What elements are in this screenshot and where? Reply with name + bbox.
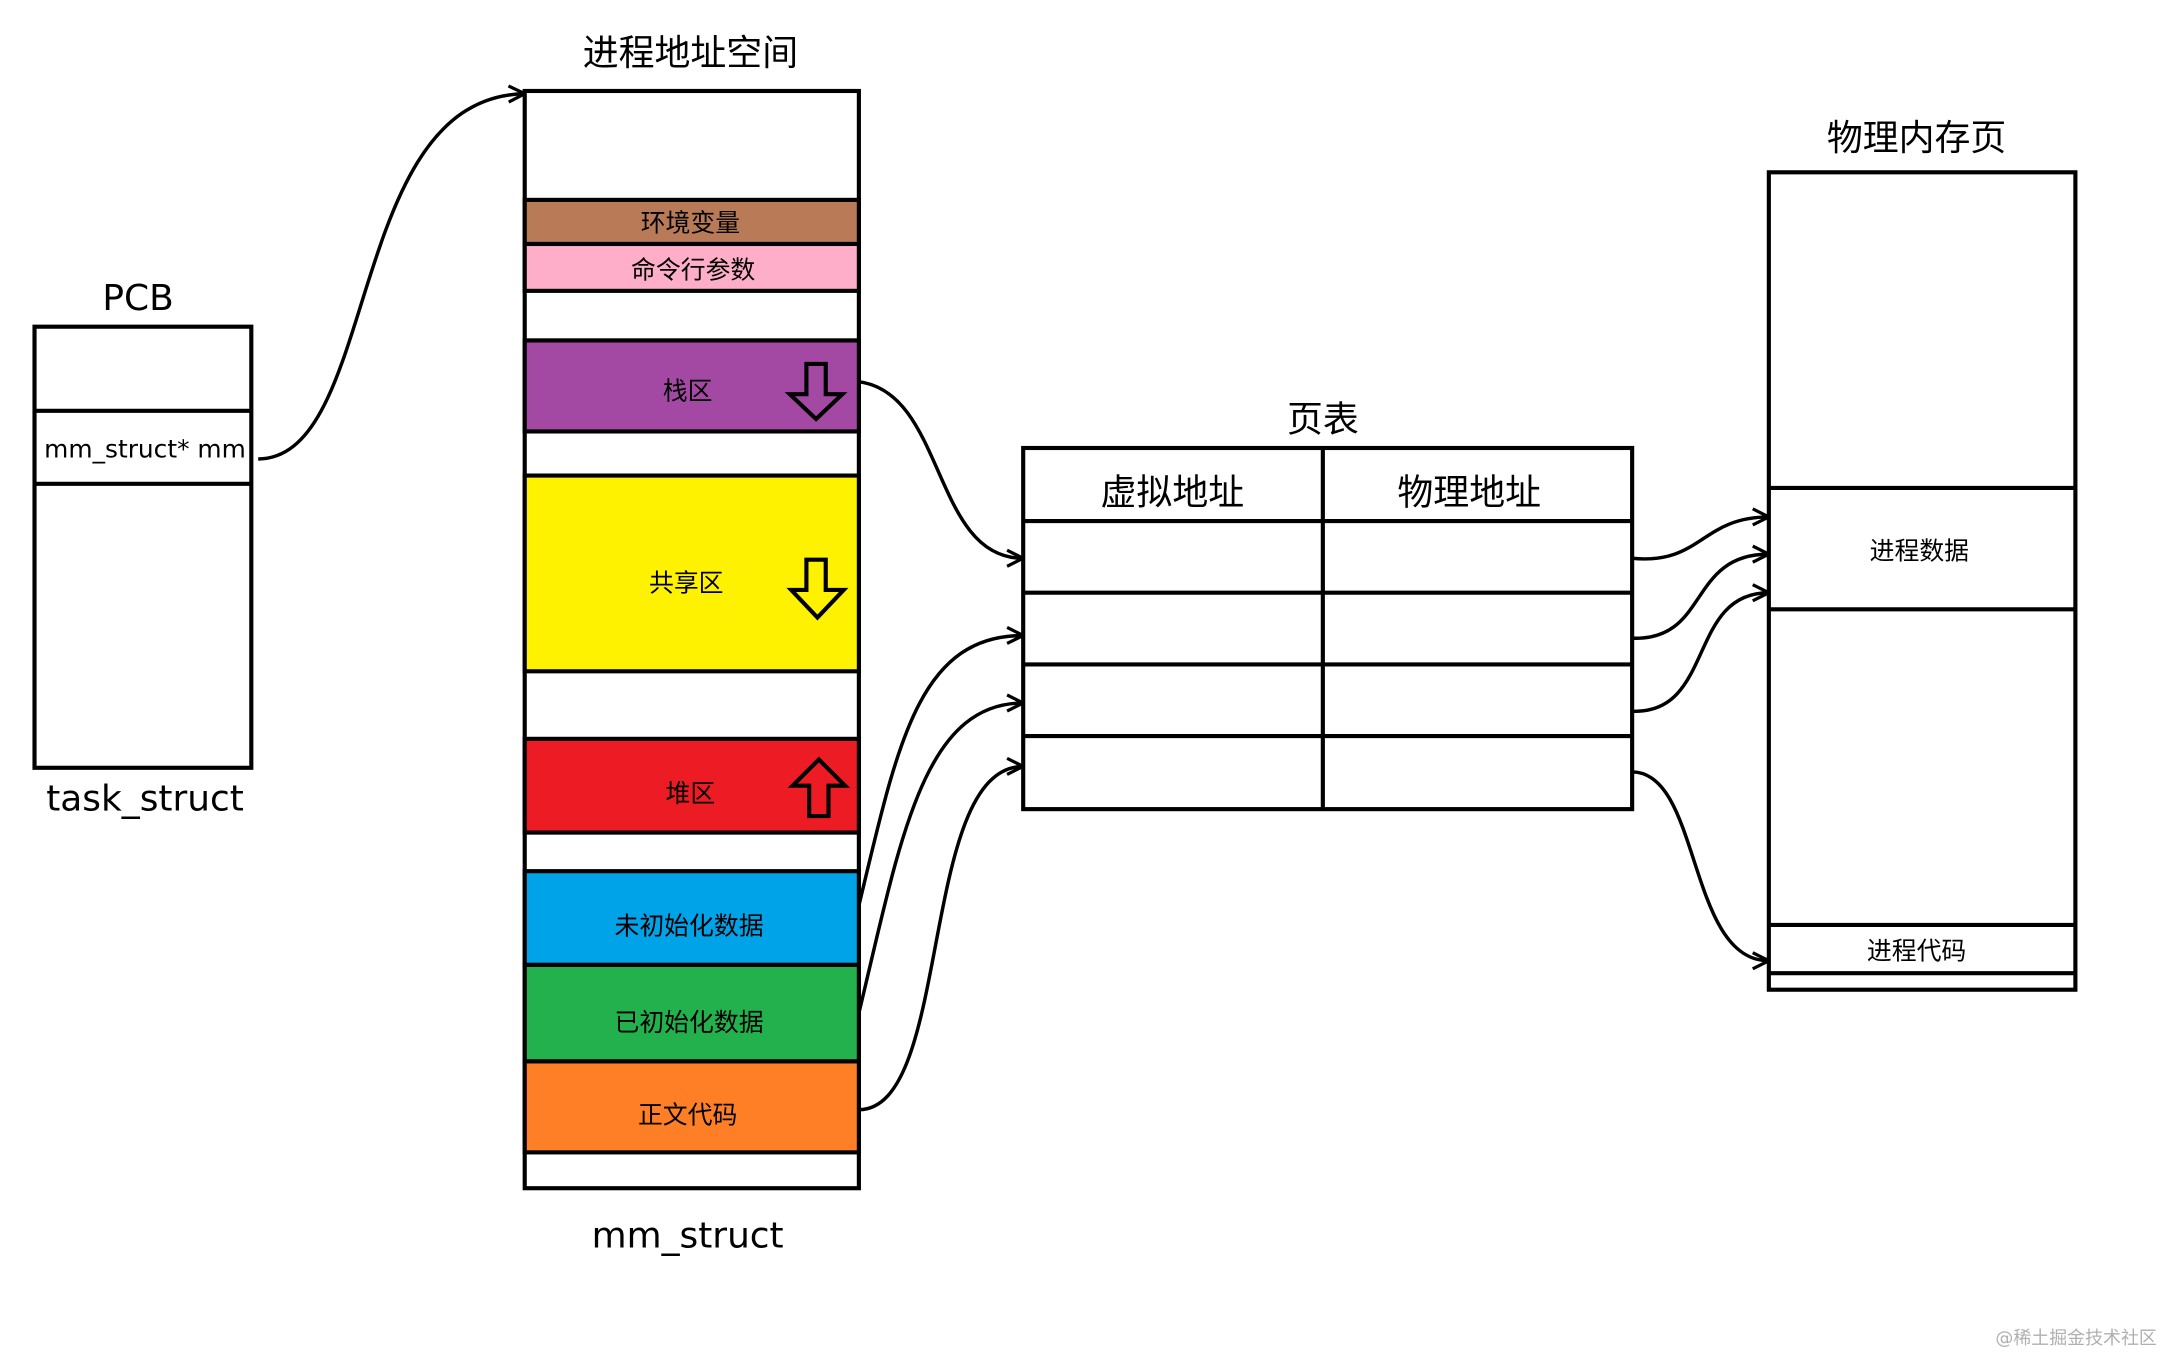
segment-bss bbox=[522, 869, 861, 967]
physical-block-code: 进程代码 bbox=[1867, 936, 1966, 965]
page-table: 页表 虚拟地址 物理地址 bbox=[1021, 399, 1635, 812]
segment-stack bbox=[522, 338, 861, 434]
segment-args-label: 命令行参数 bbox=[631, 255, 755, 284]
page-table-header-physical: 物理地址 bbox=[1397, 473, 1541, 514]
pagetable-to-physical-arrow bbox=[1631, 517, 1769, 561]
down-arrow-icon bbox=[784, 361, 848, 422]
pcb-to-mm-arrow bbox=[258, 94, 525, 461]
segment-env bbox=[522, 197, 861, 247]
segment-data-label: 已初始化数据 bbox=[614, 1008, 763, 1037]
physical-memory-title: 物理内存页 bbox=[1827, 118, 2006, 159]
pagetable-to-physical-arrow bbox=[1632, 770, 1769, 961]
pcb-mm-field: mm_struct* mm bbox=[44, 435, 246, 464]
segment-text-label: 正文代码 bbox=[638, 1100, 737, 1129]
segment-heap-label: 堆区 bbox=[666, 779, 716, 808]
pagetable-to-physical-arrow bbox=[1632, 554, 1769, 640]
watermark: @稀土掘金技术社区 bbox=[1995, 1328, 2157, 1349]
up-arrow-icon bbox=[787, 756, 851, 819]
pcb-box bbox=[32, 324, 254, 770]
segment-bss-label: 未初始化数据 bbox=[614, 912, 763, 941]
segment-heap bbox=[522, 736, 861, 835]
segment-data bbox=[522, 962, 861, 1064]
segment-args bbox=[522, 241, 861, 293]
text-to-pagetable-arrow bbox=[858, 766, 1023, 1112]
mm-struct-label: mm_struct bbox=[592, 1216, 784, 1257]
address-space-title: 进程地址空间 bbox=[583, 33, 798, 74]
physical-memory-box bbox=[1766, 170, 2078, 992]
pcb-block: PCB mm_struct* mm task_struct bbox=[32, 278, 254, 820]
segment-text bbox=[522, 1059, 861, 1155]
down-arrow-icon bbox=[786, 557, 849, 621]
page-table-header-virtual: 虚拟地址 bbox=[1101, 473, 1245, 514]
page-table-title: 页表 bbox=[1287, 399, 1359, 440]
physical-memory: 物理内存页 进程数据 进程代码 bbox=[1766, 118, 2078, 992]
address-space: 进程地址空间 环境变量 命令行参数 栈区 共享区 堆区 未初始化数据 已初始化数… bbox=[522, 33, 861, 1257]
segment-stack-label: 栈区 bbox=[663, 377, 713, 406]
bss-to-pagetable-arrow bbox=[857, 635, 1023, 907]
physical-block-data: 进程数据 bbox=[1870, 537, 1969, 566]
stack-to-pagetable-arrow bbox=[858, 380, 1023, 558]
task-struct-label: task_struct bbox=[46, 779, 244, 820]
data-to-pagetable-arrow bbox=[857, 703, 1023, 1014]
pagetable-to-physical-arrow bbox=[1632, 593, 1769, 714]
segment-shared-label: 共享区 bbox=[649, 568, 724, 597]
segment-env-label: 环境变量 bbox=[641, 209, 740, 238]
pcb-title: PCB bbox=[102, 278, 173, 319]
segment-shared bbox=[522, 473, 861, 674]
page-table-box bbox=[1021, 445, 1635, 812]
